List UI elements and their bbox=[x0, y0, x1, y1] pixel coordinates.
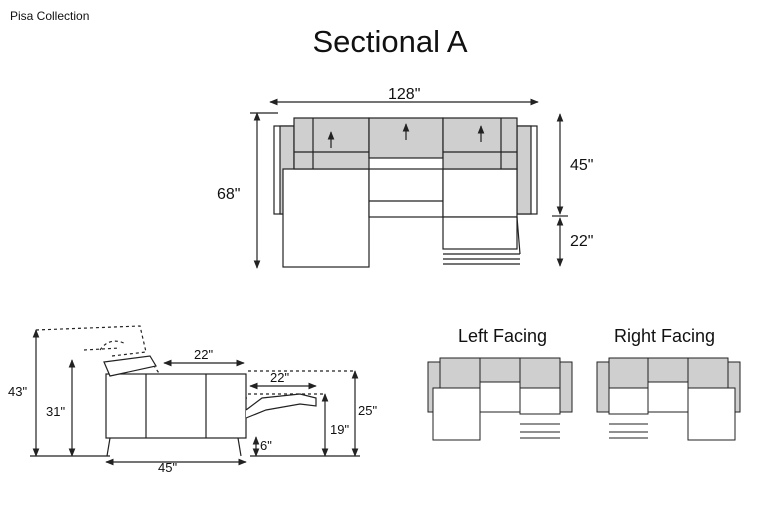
side-footrest bbox=[245, 393, 317, 419]
right-footrest bbox=[442, 216, 518, 250]
middle-seat bbox=[368, 168, 444, 218]
footrest-height-label: 25" bbox=[358, 403, 378, 418]
total-height-label: 43" bbox=[8, 384, 28, 399]
footrest-label: 22" bbox=[270, 370, 290, 385]
left-chaise bbox=[282, 168, 370, 268]
seat-height-label: 19" bbox=[330, 422, 350, 437]
side-headrest bbox=[103, 355, 157, 377]
left-facing-diagram bbox=[427, 357, 573, 441]
side-sofa-body bbox=[105, 373, 247, 439]
side-depth-label: 45" bbox=[158, 460, 178, 475]
chaise-extension-label: 22" bbox=[570, 233, 594, 250]
right-seat bbox=[442, 168, 518, 218]
seat-depth-label: 22" bbox=[194, 347, 214, 362]
width-label: 128" bbox=[388, 86, 421, 103]
back-cushion-right bbox=[442, 117, 518, 170]
back-depth-label: 45" bbox=[570, 157, 594, 174]
brand-label: Pisa Collection bbox=[10, 9, 90, 23]
side-view-diagram bbox=[30, 325, 360, 466]
leg-height-label: 6" bbox=[260, 438, 272, 453]
depth-label: 68" bbox=[217, 186, 241, 203]
page-title: Sectional A bbox=[312, 24, 468, 59]
right-facing-diagram bbox=[596, 357, 741, 441]
right-facing-label: Right Facing bbox=[614, 326, 716, 346]
left-facing-label: Left Facing bbox=[458, 326, 548, 346]
back-height-label: 31" bbox=[46, 404, 66, 419]
